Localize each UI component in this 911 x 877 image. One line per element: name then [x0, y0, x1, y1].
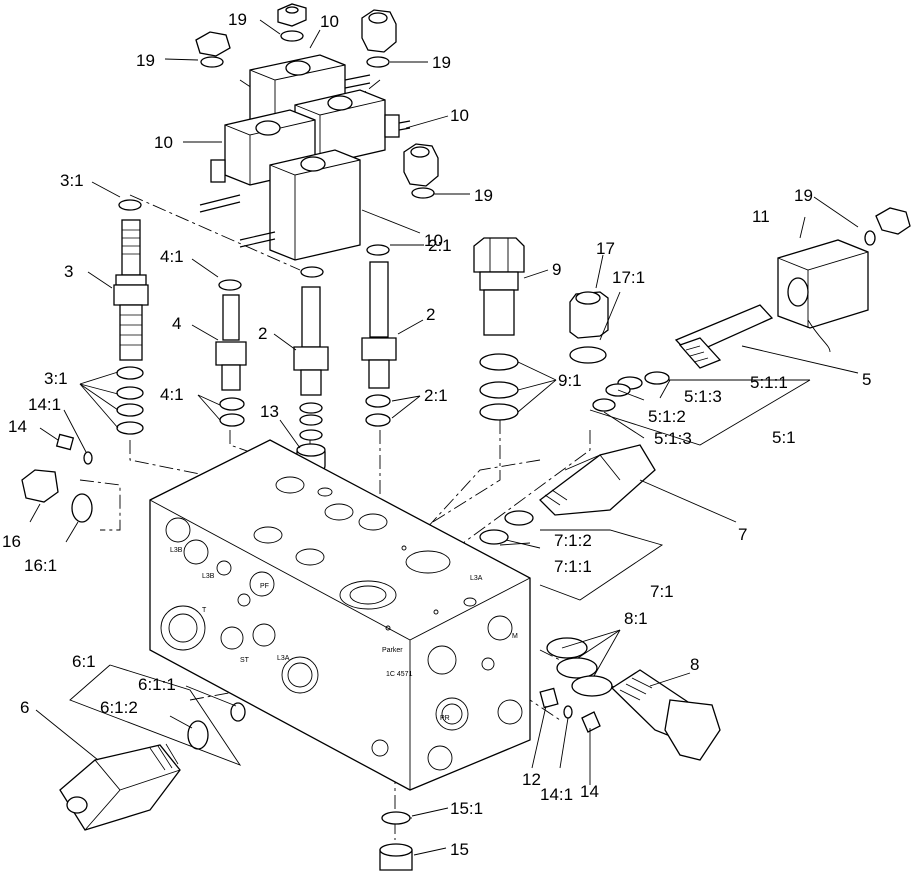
callout-20: 19	[794, 186, 813, 205]
callout-18: 17:1	[612, 268, 645, 287]
callout-38: 7:1:1	[554, 557, 592, 576]
callout-30: 5:1:3	[684, 387, 722, 406]
callout-37: 7:1:2	[554, 531, 592, 550]
callout-23: 14:1	[28, 395, 61, 414]
solenoid-coil-front	[239, 149, 361, 261]
callout-46: 12	[522, 770, 541, 789]
callout-50: 15	[450, 840, 469, 859]
callout-27: 2:1	[424, 386, 448, 405]
callout-14: 2:1	[428, 236, 452, 255]
callout-47: 14:1	[540, 785, 573, 804]
cartridge-valve-2-left	[293, 266, 329, 441]
callout-28: 9:1	[558, 371, 582, 390]
cartridge-valve-4	[215, 279, 247, 427]
model-label: 1C 4571	[386, 671, 413, 678]
coil-nut-2	[277, 3, 307, 42]
callout-35: 16:1	[24, 556, 57, 575]
callout-labels: 19 19 10 19 10 10 19 10 3:1 3 4:1 4 2 2:…	[2, 10, 871, 859]
port-label-st: ST	[240, 657, 250, 664]
callout-44: 6	[20, 698, 29, 717]
callout-11: 4:1	[160, 247, 184, 266]
callout-48: 14	[580, 782, 599, 801]
callout-26: 13	[260, 402, 279, 421]
plug-17	[569, 291, 609, 364]
coil-nut-1	[195, 31, 231, 68]
plug-14-upper	[55, 433, 93, 465]
callout-36: 7	[738, 525, 747, 544]
cartridge-valve-7	[479, 444, 656, 545]
callout-40: 8:1	[624, 609, 648, 628]
callout-13: 2	[258, 324, 267, 343]
port-label-l3b-top: L3B	[170, 547, 183, 554]
solenoid-coil-11	[777, 239, 869, 353]
callout-10: 3	[64, 262, 73, 281]
callout-17: 17	[596, 239, 615, 258]
solenoid-coil-group	[199, 54, 411, 261]
plug-12	[539, 687, 559, 709]
callout-7: 19	[474, 186, 493, 205]
callout-41: 8	[690, 655, 699, 674]
cartridge-valve-2-right	[361, 244, 397, 427]
manifold-block	[149, 439, 531, 791]
plug-9	[473, 237, 525, 421]
callout-24: 14	[8, 417, 27, 436]
callout-32: 5:1:3	[654, 429, 692, 448]
coil-nut-group	[195, 3, 911, 246]
cartridge-valve-3	[113, 199, 149, 435]
cartridge-valve-6	[59, 702, 246, 831]
leader-lines	[29, 19, 859, 856]
callout-3: 10	[320, 12, 339, 31]
port-label-l3a-side: L3A	[470, 575, 483, 582]
callout-43: 6:1:1	[138, 675, 176, 694]
cartridge-valve-5	[592, 304, 774, 412]
brand-label: Parker	[382, 647, 403, 654]
callout-31: 5:1:2	[648, 407, 686, 426]
callout-25: 4:1	[160, 385, 184, 404]
small-plug-group	[21, 433, 601, 871]
port-label-l3b: L3B	[202, 573, 215, 580]
plug-16	[21, 469, 93, 523]
callout-12: 4	[172, 314, 181, 333]
callout-33: 5:1	[772, 428, 796, 447]
port-label-pf: PF	[260, 583, 269, 590]
callout-42: 6:1	[72, 652, 96, 671]
callout-22: 3:1	[44, 369, 68, 388]
port-labels: L3B L3B PF T ST L3A L3A M PR Parker 1C 4…	[170, 547, 518, 722]
callout-34: 16	[2, 532, 21, 551]
callout-19: 11	[752, 207, 770, 226]
callout-16: 9	[552, 260, 561, 279]
callout-2: 19	[228, 10, 247, 29]
callout-45: 6:1:2	[100, 698, 138, 717]
callout-6: 10	[450, 106, 469, 125]
coil-nut-3	[361, 9, 397, 68]
solenoid-coil-right	[294, 89, 411, 166]
cartridge-valve-8	[546, 637, 721, 761]
port-label-pr: PR	[440, 715, 450, 722]
callout-49: 15:1	[450, 799, 483, 818]
port-label-l3a: L3A	[277, 655, 290, 662]
callout-15: 2	[426, 305, 435, 324]
port-label-t: T	[202, 607, 207, 614]
callout-39: 7:1	[650, 582, 674, 601]
callout-8: 10	[424, 231, 443, 250]
callout-5: 10	[154, 133, 173, 152]
coil-nut-5	[864, 207, 911, 246]
callout-9: 3:1	[60, 171, 84, 190]
coil-nut-4	[403, 143, 439, 199]
callout-21: 5	[862, 370, 871, 389]
callout-29: 5:1:1	[750, 373, 788, 392]
callout-4: 19	[432, 53, 451, 72]
callout-1: 19	[136, 51, 155, 70]
plug-14-lower	[563, 705, 601, 733]
plug-15	[379, 811, 413, 871]
port-label-m: M	[512, 633, 518, 640]
